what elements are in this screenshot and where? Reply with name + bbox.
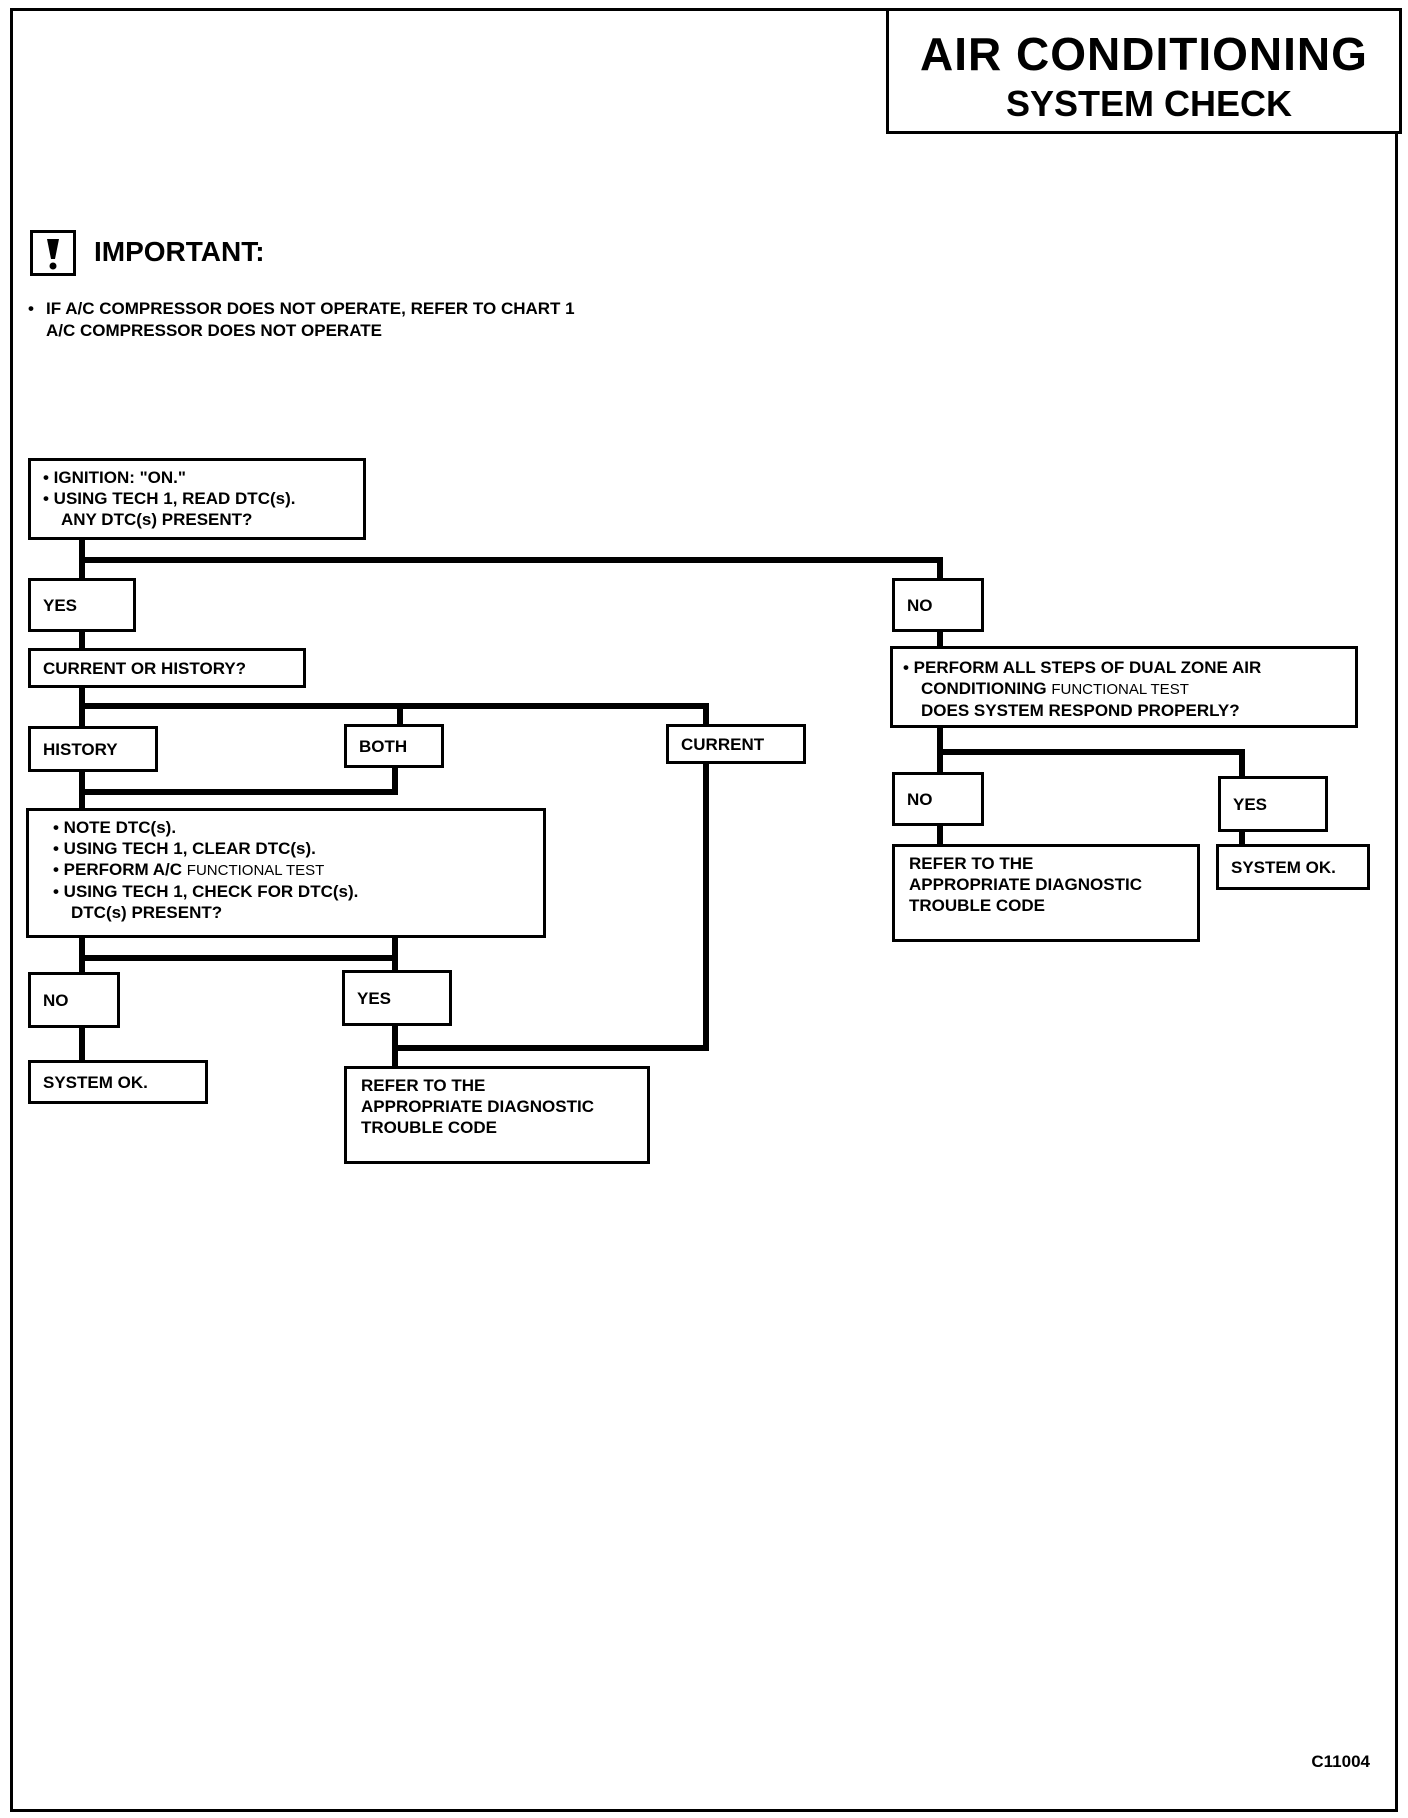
no-3-label: NO	[892, 772, 984, 826]
history-step-4: • USING TECH 1, CHECK FOR DTC(s).	[53, 882, 359, 901]
system-ok-1-box: SYSTEM OK.	[28, 1060, 208, 1104]
system-ok-2-box: SYSTEM OK.	[1216, 844, 1370, 890]
start-line-1: • IGNITION: "ON."	[43, 468, 186, 487]
start-line-3: ANY DTC(s) PRESENT?	[61, 510, 253, 529]
start-step-box: • IGNITION: "ON." • USING TECH 1, READ D…	[28, 458, 366, 540]
history-step-1: • NOTE DTC(s).	[53, 818, 177, 837]
exclamation-icon	[30, 230, 76, 276]
history-step-2: • USING TECH 1, CLEAR DTC(s).	[53, 839, 316, 858]
dual-zone-line-1: • PERFORM ALL STEPS OF DUAL ZONE AIR	[903, 658, 1262, 677]
title-box: AIR CONDITIONING SYSTEM CHECK	[886, 8, 1402, 134]
refer-dtc-2-line-1: REFER TO THE	[909, 854, 1034, 873]
refer-dtc-1-box: REFER TO THE APPROPRIATE DIAGNOSTIC TROU…	[344, 1066, 650, 1164]
refer-dtc-1-line-2: APPROPRIATE DIAGNOSTIC	[361, 1097, 594, 1116]
history-step-3b: FUNCTIONAL TEST	[186, 862, 325, 879]
dual-zone-line-2a: CONDITIONING	[921, 679, 1047, 698]
refer-dtc-2-box: REFER TO THE APPROPRIATE DIAGNOSTIC TROU…	[892, 844, 1200, 942]
important-label: IMPORTANT:	[94, 236, 265, 267]
history-step-5: DTC(s) PRESENT?	[71, 903, 223, 922]
title-main: AIR CONDITIONING	[920, 28, 1368, 80]
refer-dtc-1-line-1: REFER TO THE	[361, 1076, 486, 1095]
important-note-text: IF A/C COMPRESSOR DOES NOT OPERATE, REFE…	[28, 298, 588, 342]
refer-dtc-2-line-2: APPROPRIATE DIAGNOSTIC	[909, 875, 1142, 894]
title-sub: SYSTEM CHECK	[1005, 83, 1293, 124]
page-frame	[10, 8, 1398, 1812]
history-step-3a: • PERFORM A/C	[53, 860, 183, 879]
yes-3-label: YES	[1218, 776, 1328, 832]
important-note: IF A/C COMPRESSOR DOES NOT OPERATE, REFE…	[28, 298, 588, 342]
dual-zone-test-box: • PERFORM ALL STEPS OF DUAL ZONE AIR CON…	[890, 646, 1358, 728]
start-line-2: • USING TECH 1, READ DTC(s).	[43, 489, 296, 508]
dual-zone-line-3: DOES SYSTEM RESPOND PROPERLY?	[921, 701, 1240, 720]
history-steps-box: • NOTE DTC(s). • USING TECH 1, CLEAR DTC…	[26, 808, 546, 938]
both-label: BOTH	[344, 724, 444, 768]
current-label: CURRENT	[666, 724, 806, 764]
yes-1-label: YES	[28, 578, 136, 632]
refer-dtc-2-line-3: TROUBLE CODE	[909, 896, 1045, 915]
no-1-label: NO	[892, 578, 984, 632]
dual-zone-line-2b: FUNCTIONAL TEST	[1051, 681, 1189, 698]
no-2-label: NO	[28, 972, 120, 1028]
history-label: HISTORY	[28, 726, 158, 772]
figure-id: C11004	[1311, 1752, 1370, 1771]
yes-2-label: YES	[342, 970, 452, 1026]
current-or-history-box: CURRENT OR HISTORY?	[28, 648, 306, 688]
refer-dtc-1-line-3: TROUBLE CODE	[361, 1118, 497, 1137]
